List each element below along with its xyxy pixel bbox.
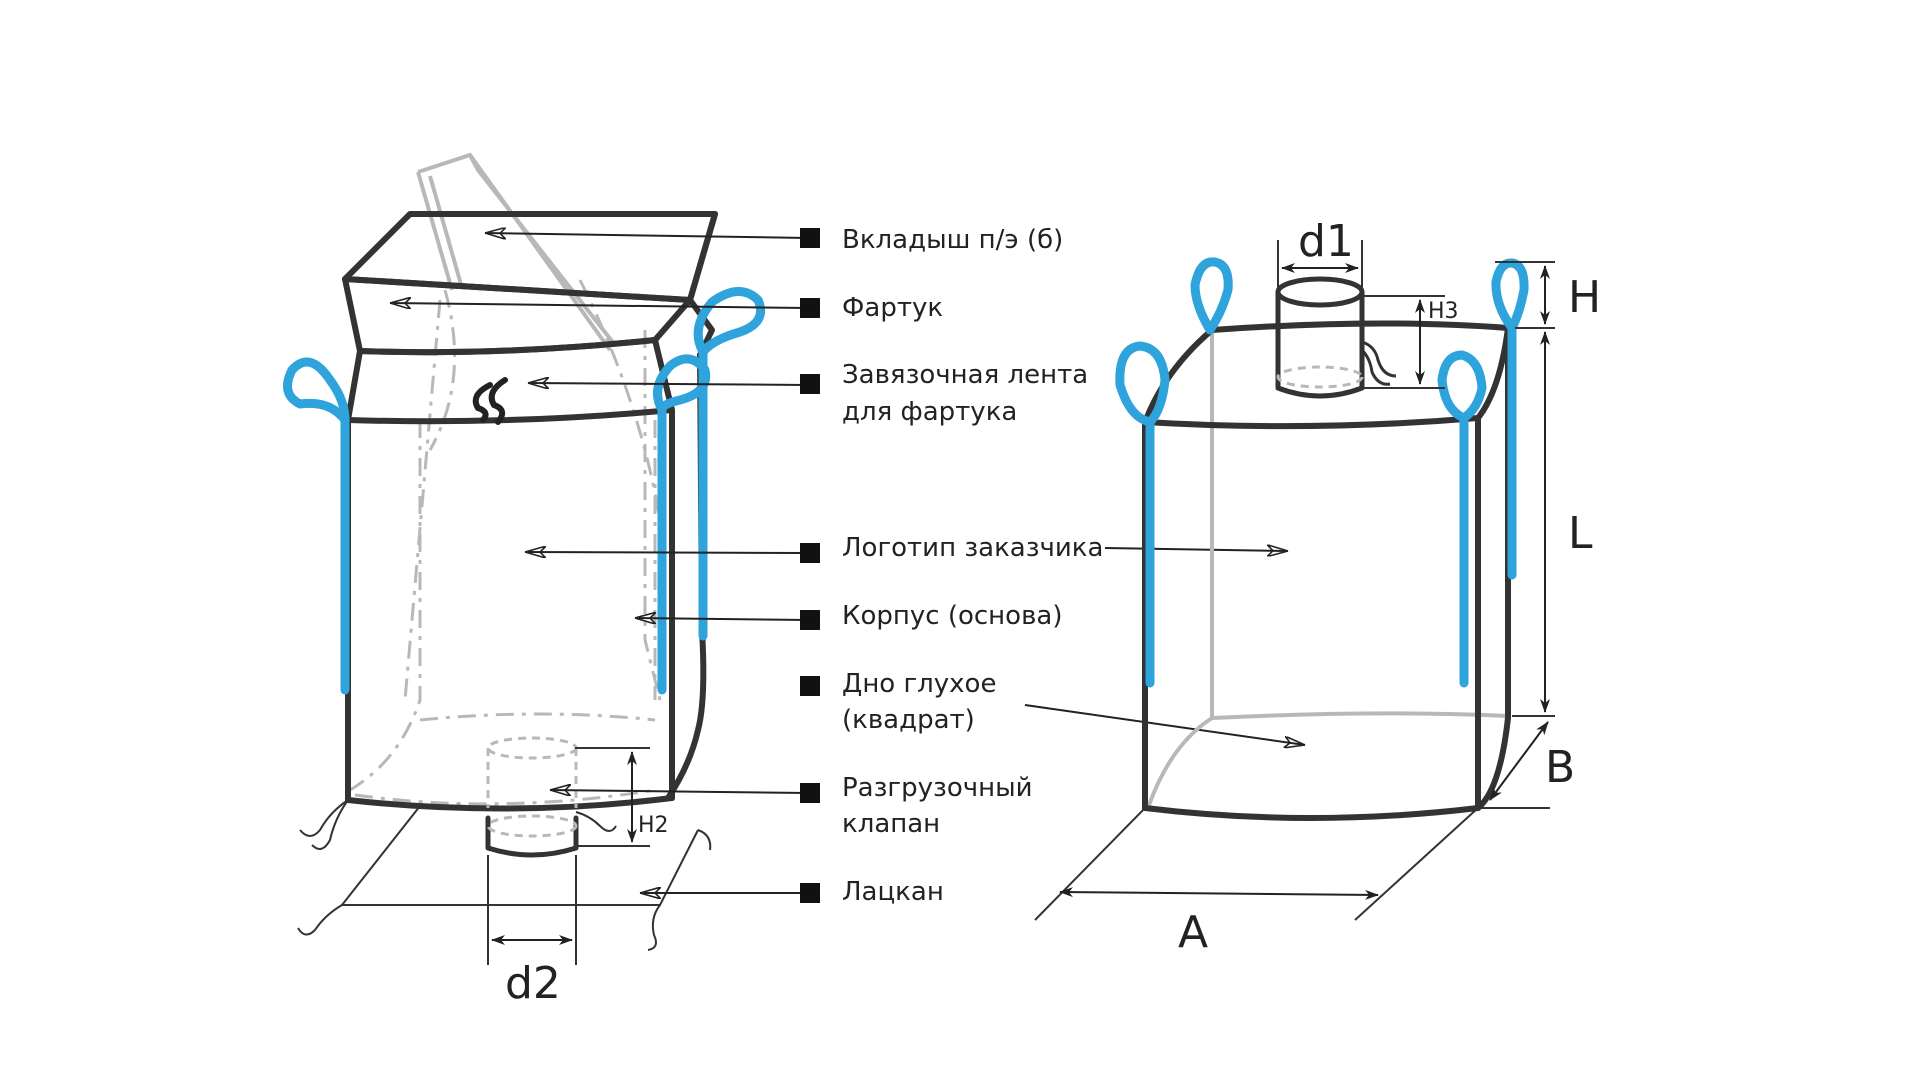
dim-b-label: B [1545,742,1575,793]
dim-l: L [1512,331,1593,717]
bullet [800,228,820,248]
label-apron: Фартук [842,293,943,323]
tie-tape-icon [472,377,508,425]
dim-d1-label: d1 [1298,216,1354,267]
bullet [800,543,820,563]
bullet [800,374,820,394]
dim-d1: d1 [1277,216,1363,290]
dim-h2-label: H2 [638,813,669,838]
bullet [800,676,820,696]
label-logo: Логотип заказчика [842,533,1103,563]
label-tie-tape-2: для фартука [842,397,1017,427]
liner-hidden-lines [349,279,662,806]
filling-spout [1275,276,1397,399]
dim-h-label: H [1568,272,1601,323]
label-bottom-1: Дно глухое [842,669,996,699]
liner-top-box [342,211,718,303]
dim-d2-label: d2 [505,958,561,1009]
lapel-outline [339,805,699,906]
dim-h2: H2 [575,747,669,847]
dim-d2: d2 [487,855,577,1009]
label-tie-tape-1: Завязочная лента [842,360,1088,390]
label-lapel: Лацкан [842,877,944,907]
right-bag: d1 H3 H L B [1034,216,1601,958]
dim-a-label: A [1178,907,1208,958]
bullet [800,783,820,803]
dim-h3: H3 [1362,295,1459,389]
label-bottom-2: (квадрат) [842,705,975,735]
tie-band-outline [345,337,675,425]
dim-l-label: L [1568,508,1593,559]
callouts: Вкладыш п/э (б) Фартук Завязочная лента … [390,225,1305,907]
liner-tube [416,152,617,352]
dim-b: B [1478,721,1575,809]
dim-h3-label: H3 [1428,299,1459,324]
bullet [800,883,820,903]
dim-a: A [1034,807,1479,958]
label-liner: Вкладыш п/э (б) [842,225,1063,255]
left-bag: H2 d2 [283,152,766,1009]
label-valve-1: Разгрузочный [842,773,1033,803]
bullet [800,298,820,318]
dim-h: H [1495,261,1601,329]
bullet [800,610,820,630]
label-body: Корпус (основа) [842,601,1062,631]
lifting-loops [283,287,766,695]
discharge-valve [485,736,617,858]
label-valve-2: клапан [842,809,940,839]
